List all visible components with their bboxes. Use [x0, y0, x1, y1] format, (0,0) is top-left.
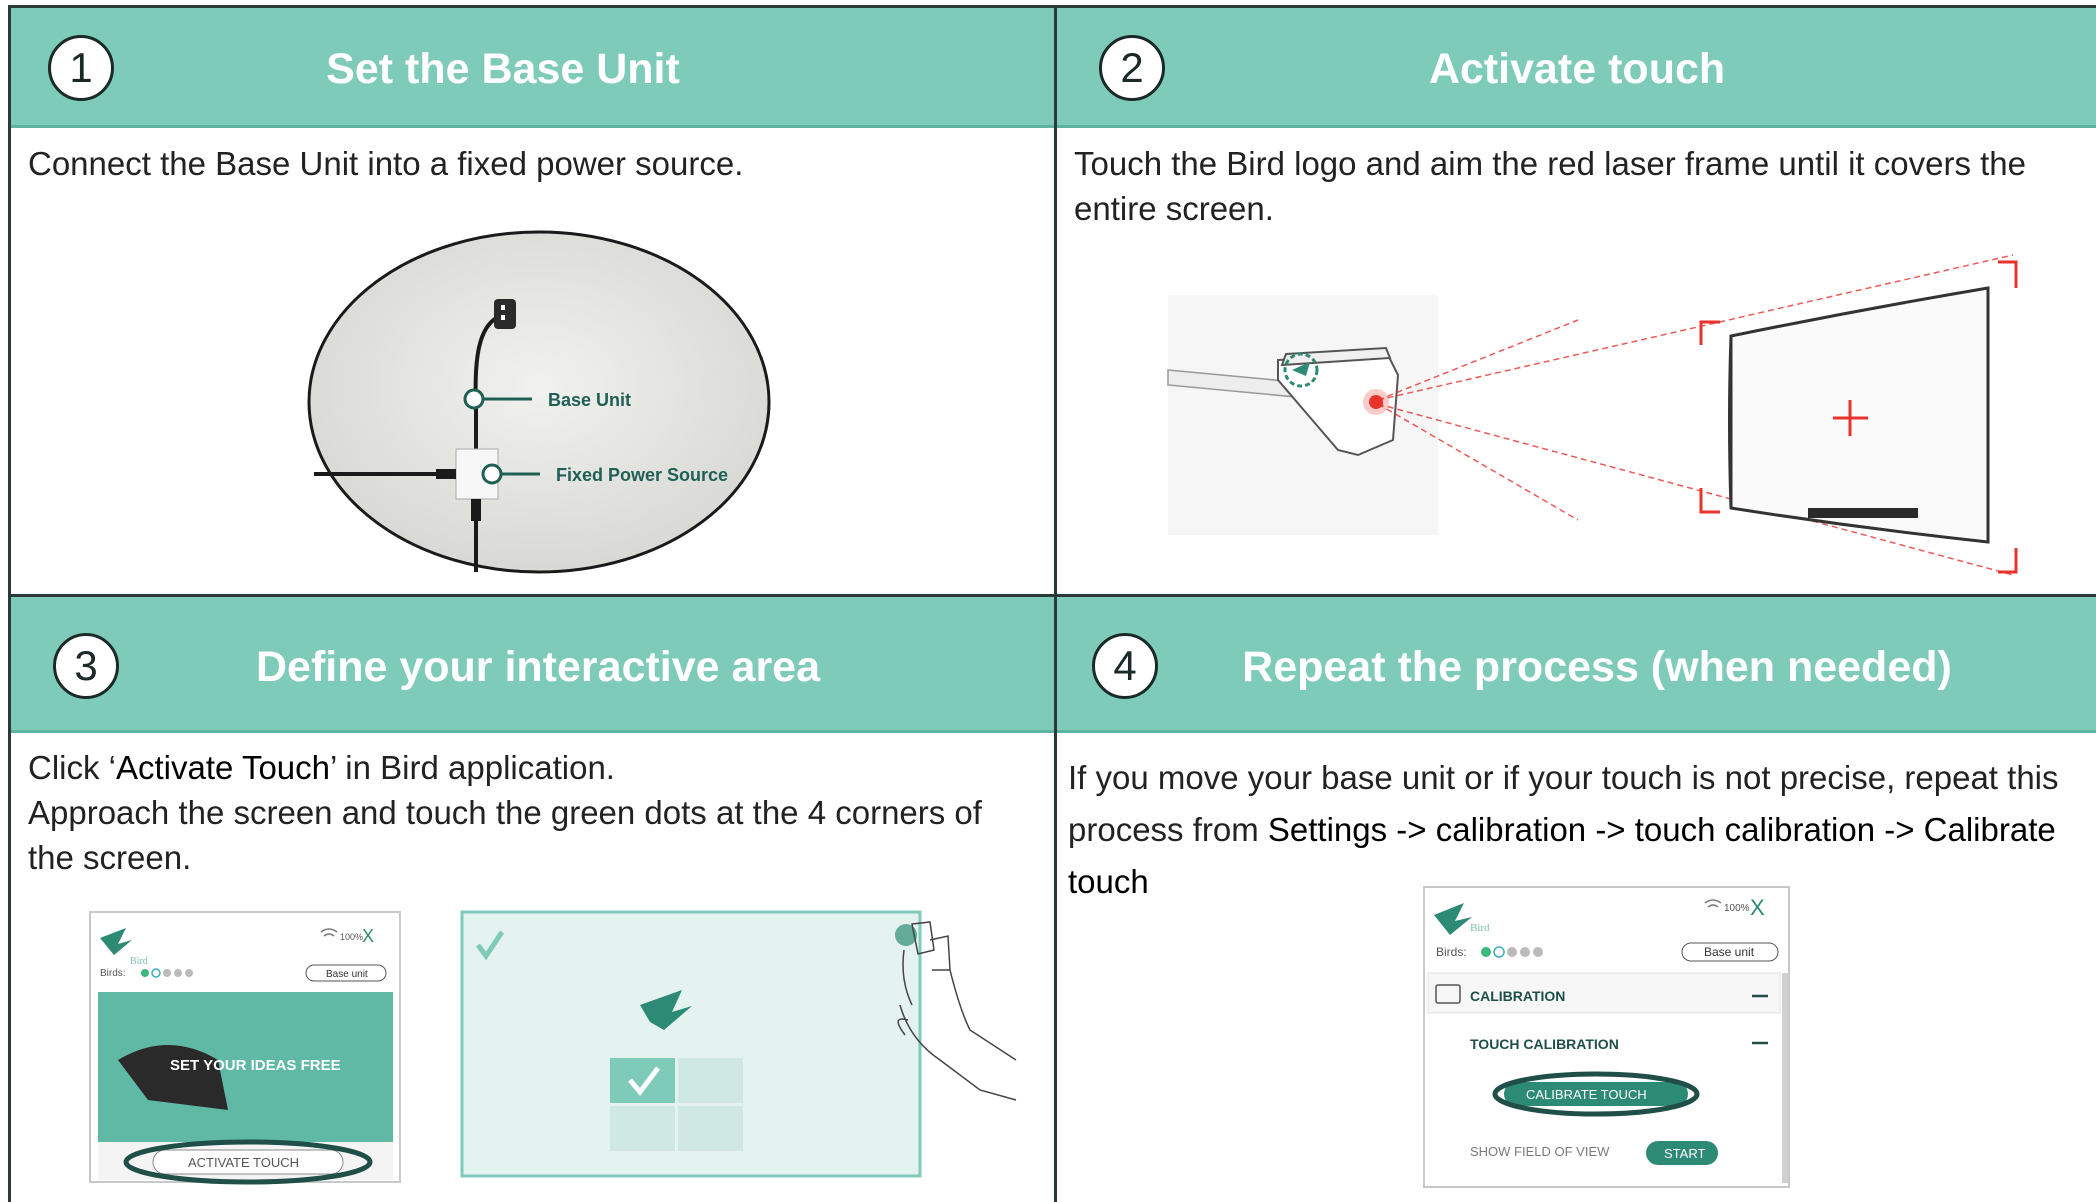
base-unit-badge[interactable] — [305, 964, 387, 982]
step3-text-post: ’ in Bird application. — [330, 749, 615, 786]
panel-close-button[interactable]: X — [1750, 895, 1765, 920]
bird-logo-icon — [100, 928, 132, 955]
label-fixed-power: Fixed Power Source — [556, 465, 728, 485]
step3-text-line3: the screen. — [28, 839, 192, 876]
center-divider — [1054, 5, 1057, 1202]
step2-header: 2 Activate touch — [1057, 5, 2096, 128]
step3-text-pre: Click ‘ — [28, 749, 116, 786]
banner-text: SET YOUR IDEAS FREE — [170, 1057, 341, 1074]
start-button[interactable] — [1646, 1141, 1718, 1165]
show-fov-label: SHOW FIELD OF VIEW — [1470, 1144, 1610, 1159]
step4-text-line1: If you move your base unit or if your to… — [1068, 759, 2059, 796]
base-unit-badge-label: Base unit — [1704, 945, 1755, 959]
step2-text-line2: entire screen. — [1074, 190, 1274, 227]
base-unit-badge[interactable] — [1681, 942, 1779, 962]
birds-label: Birds: — [1436, 945, 1467, 959]
calibrate-touch-label: CALIBRATE TOUCH — [1526, 1087, 1647, 1102]
wifi-icon — [320, 928, 338, 937]
left-border — [8, 5, 11, 1202]
checkmark-icon — [475, 930, 505, 961]
step4-title: Repeat the process (when needed) — [1242, 643, 1952, 691]
bird-logo-touch-point[interactable] — [1283, 352, 1319, 388]
hand-icon — [897, 921, 1017, 1101]
cell-check-icon — [628, 1066, 660, 1097]
wifi-icon — [1704, 899, 1722, 908]
step1-header: 1 Set the Base Unit — [8, 5, 1054, 128]
panel-battery: 100% — [340, 932, 363, 942]
base-unit-badge-label: Base unit — [326, 969, 368, 980]
bird-app-panel-activate: Bird 100% X Birds: Base unit SET YOUR ID… — [89, 911, 401, 1185]
base-unit-diagram: Base Unit Fixed Power Source — [307, 230, 771, 574]
middle-divider — [8, 594, 2096, 597]
touch-calibration-section[interactable]: TOUCH CALIBRATION — [1470, 1036, 1619, 1052]
step1-number: 1 — [48, 35, 114, 101]
step3-number: 3 — [53, 633, 119, 699]
interactive-area-diagram — [460, 910, 1017, 1178]
calibration-section[interactable]: CALIBRATION — [1470, 988, 1565, 1004]
scrollbar[interactable] — [1782, 973, 1788, 1183]
step4-header: 4 Repeat the process (when needed) — [1057, 597, 2096, 733]
panel-battery: 100% — [1724, 903, 1750, 914]
step1-title: Set the Base Unit — [326, 45, 680, 93]
birds-label: Birds: — [100, 968, 126, 979]
instruction-grid: 1 Set the Base Unit 2 Activate touch 3 D… — [8, 5, 2096, 1202]
step2-number: 2 — [1099, 35, 1165, 101]
start-label: START — [1664, 1146, 1705, 1161]
step3-text-bold: Activate Touch — [116, 749, 331, 786]
top-border — [8, 5, 2096, 8]
step3-header: 3 Define your interactive area — [8, 597, 1054, 733]
step4-text-line3: touch — [1068, 863, 1149, 900]
base-unit-icon — [494, 299, 516, 329]
step4-text-pre: process from — [1068, 811, 1268, 848]
step3-text-line2: Approach the screen and touch the green … — [28, 794, 982, 831]
corner-touch-dot[interactable] — [895, 924, 917, 946]
step4-text-line2: process from Settings -> calibration -> … — [1068, 804, 2096, 856]
step3-title: Define your interactive area — [255, 643, 821, 691]
step4-number: 4 — [1092, 633, 1158, 699]
bird-app-panel-calibration: Bird 100% X Birds: Base unit CALIBRATION… — [1423, 886, 1790, 1188]
step4-text-bold: Settings -> calibration -> touch calibra… — [1267, 811, 2056, 848]
step3-text-line1: Click ‘Activate Touch’ in Bird applicati… — [28, 745, 1048, 790]
bird-logo-icon — [1434, 903, 1472, 935]
calibration-icon — [1435, 984, 1461, 1004]
panel-brand: Bird — [1470, 922, 1490, 934]
panel-brand: Bird — [130, 956, 148, 967]
activate-touch-button[interactable] — [152, 1149, 344, 1175]
laser-projection-diagram — [1167, 254, 2018, 576]
step2-text-line1: Touch the Bird logo and aim the red lase… — [1074, 145, 2026, 182]
activate-touch-label: ACTIVATE TOUCH — [188, 1155, 299, 1170]
panel-close-button[interactable]: X — [362, 926, 374, 946]
step1-text: Connect the Base Unit into a fixed power… — [28, 145, 744, 182]
step2-title: Activate touch — [1428, 45, 1726, 93]
calibrate-touch-button[interactable] — [1504, 1082, 1688, 1106]
bird-logo-icon — [640, 990, 692, 1030]
label-base-unit: Base Unit — [548, 390, 631, 410]
